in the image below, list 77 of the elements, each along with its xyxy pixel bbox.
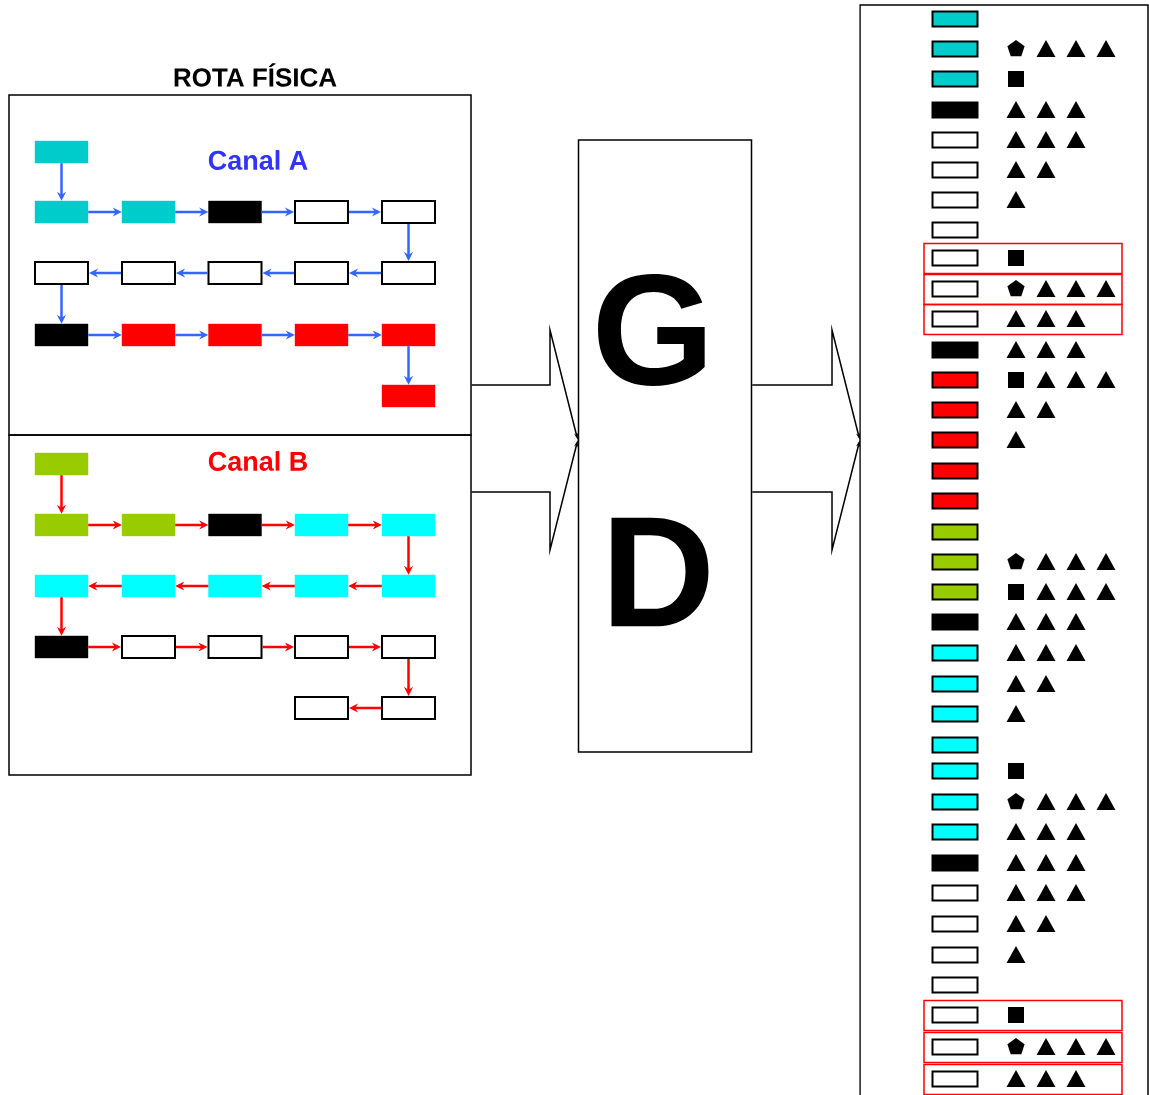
route-box	[121, 261, 176, 285]
route-box	[121, 323, 176, 347]
route-box	[931, 280, 979, 298]
route-box	[931, 1070, 979, 1088]
route-box	[294, 635, 349, 659]
route-box	[34, 452, 89, 476]
route-box	[931, 675, 979, 693]
route-box	[931, 40, 979, 58]
route-box	[931, 705, 979, 723]
route-box	[34, 261, 89, 285]
route-box	[931, 613, 979, 631]
route-box	[931, 371, 979, 389]
route-box	[931, 946, 979, 964]
route-box	[931, 161, 979, 179]
route-box	[207, 261, 263, 285]
route-box	[381, 200, 436, 224]
route-box	[207, 635, 263, 659]
route-box	[931, 553, 979, 571]
route-box	[121, 200, 176, 224]
route-box	[931, 401, 979, 419]
route-box	[931, 131, 979, 149]
route-box	[931, 1006, 979, 1024]
route-box	[381, 696, 436, 720]
route-box	[931, 70, 979, 88]
route-box	[294, 696, 349, 720]
route-box	[931, 191, 979, 209]
route-box	[121, 513, 176, 537]
route-box	[34, 140, 89, 164]
route-box	[931, 249, 979, 267]
route-box	[931, 492, 979, 510]
route-box	[931, 101, 979, 119]
route-box	[381, 261, 436, 285]
route-box	[931, 462, 979, 480]
route-box	[294, 200, 349, 224]
route-box	[931, 884, 979, 902]
route-box	[931, 793, 979, 811]
route-box	[931, 523, 979, 541]
route-box	[34, 635, 89, 659]
route-box	[34, 323, 89, 347]
block-arrow	[751, 323, 861, 557]
route-box	[294, 323, 349, 347]
route-box	[381, 635, 436, 659]
letter-box: G D	[577, 139, 753, 753]
title: ROTA FÍSICA	[174, 63, 337, 87]
route-box	[294, 574, 349, 598]
channel-panel: Canal A	[8, 94, 472, 436]
route-box	[294, 513, 349, 537]
route-box	[931, 915, 979, 933]
route-box	[931, 762, 979, 780]
route-box	[931, 221, 979, 239]
route-box	[931, 431, 979, 449]
route-box	[121, 635, 176, 659]
route-box	[931, 583, 979, 601]
route-box	[208, 200, 262, 224]
route-box	[34, 574, 89, 598]
route-box	[208, 323, 262, 347]
route-box	[931, 644, 979, 662]
route-box	[931, 823, 979, 841]
route-box	[34, 513, 89, 537]
route-box	[931, 1038, 979, 1056]
route-box	[931, 10, 979, 28]
route-box	[34, 200, 89, 224]
channel-panel: Canal B	[8, 434, 472, 776]
route-box	[294, 261, 349, 285]
route-box	[121, 574, 176, 598]
route-box	[208, 574, 262, 598]
route-box	[931, 736, 979, 754]
route-box	[208, 513, 262, 537]
route-box	[381, 574, 436, 598]
route-box	[381, 384, 436, 408]
route-box	[381, 513, 436, 537]
route-box	[931, 310, 979, 328]
result-column	[859, 4, 1149, 1095]
route-box	[381, 323, 436, 347]
route-box	[931, 854, 979, 872]
route-box	[931, 976, 979, 994]
route-box	[931, 341, 979, 359]
